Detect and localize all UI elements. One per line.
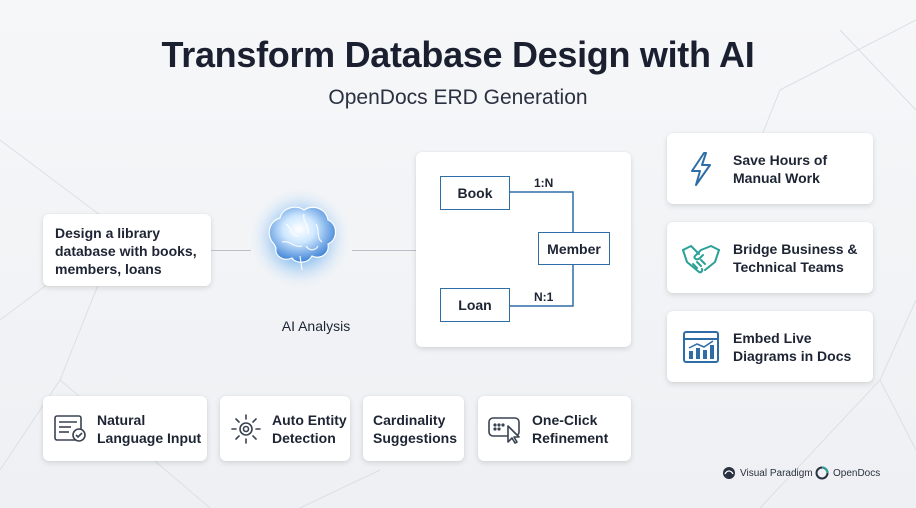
cursor-click-icon [488, 411, 524, 447]
prompt-card: Design a library database with books, me… [43, 214, 211, 286]
prompt-text: Design a library database with books, me… [55, 225, 197, 277]
feature-card-auto-entity: Auto Entity Detection [220, 396, 350, 461]
entity-loan: Loan [440, 288, 510, 322]
brand-opendocs: OpenDocs [815, 466, 880, 480]
feature-text: Auto Entity Detection [272, 411, 347, 446]
feature-text: One-Click Refinement [532, 411, 609, 446]
benefit-text: Bridge Business & Technical Teams [733, 240, 858, 275]
benefit-card-bridge-teams: Bridge Business & Technical Teams [667, 222, 873, 293]
brand-name: Visual Paradigm [740, 467, 813, 479]
handshake-icon [681, 238, 721, 278]
connector-line-left [211, 250, 251, 251]
erd-connectors [510, 191, 574, 307]
entity-book: Book [440, 176, 510, 210]
chart-window-icon [681, 327, 721, 367]
feature-card-one-click: One-Click Refinement [478, 396, 631, 461]
benefit-card-embed-diagrams: Embed Live Diagrams in Docs [667, 311, 873, 382]
erd-diagram-card: Book Member Loan 1:N N:1 [416, 152, 631, 347]
sun-gear-icon [228, 411, 264, 447]
connector-line-right [352, 250, 416, 251]
visual-paradigm-logo [723, 467, 735, 479]
feature-card-natural-language: Natural Language Input [43, 396, 207, 461]
benefit-text: Embed Live Diagrams in Docs [733, 329, 852, 364]
feature-card-cardinality: Cardinality Suggestions [363, 396, 464, 461]
feature-text: Natural Language Input [97, 411, 202, 446]
benefit-card-save-hours: Save Hours of Manual Work [667, 133, 873, 204]
feature-text: Cardinality Suggestions [373, 411, 458, 446]
cardinality-label-1n: 1:N [534, 176, 554, 190]
ai-analysis-label: AI Analysis [281, 318, 351, 334]
entity-member: Member [538, 232, 610, 265]
document-check-icon [53, 411, 89, 447]
opendocs-logo [815, 466, 829, 480]
brand-visual-paradigm: Visual Paradigm [722, 466, 813, 480]
page-title: Transform Database Design with AI [161, 34, 755, 75]
benefit-text: Save Hours of Manual Work [733, 151, 828, 186]
page-subtitle: OpenDocs ERD Generation [328, 86, 588, 109]
brand-name: OpenDocs [833, 467, 881, 479]
lightning-icon [681, 149, 721, 189]
brain-icon [246, 184, 354, 292]
cardinality-label-n1: N:1 [534, 290, 554, 304]
